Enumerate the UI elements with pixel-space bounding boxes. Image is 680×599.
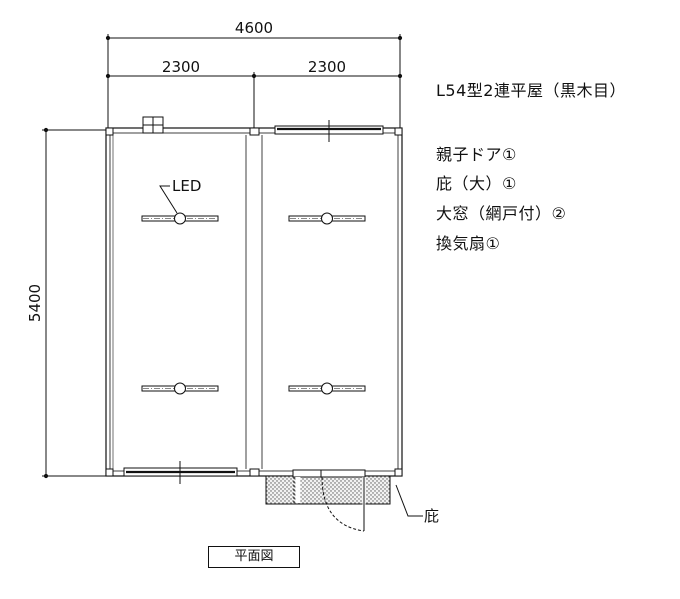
- ventilation-fan: [142, 116, 164, 134]
- window-top: [274, 120, 384, 142]
- dimension-left: [42, 127, 112, 479]
- led-label: LED: [172, 177, 201, 195]
- led-light: [141, 382, 219, 395]
- overall-width-label: 4600: [235, 19, 273, 37]
- led-light: [288, 382, 366, 395]
- window-bottom: [123, 461, 238, 484]
- spec-item: 親子ドア①: [436, 145, 517, 164]
- canopy: [265, 475, 391, 505]
- canopy-label: 庇: [424, 507, 439, 525]
- led-leader: [159, 185, 178, 214]
- building-walls: [105, 127, 403, 477]
- left-bay-width-label: 2300: [162, 58, 200, 76]
- canopy-leader: [395, 484, 423, 517]
- plan-caption: 平面図: [208, 546, 300, 568]
- dimension-top: [105, 34, 403, 128]
- spec-item: 換気扇①: [436, 234, 501, 253]
- spec-item: 大窓（網戸付）②: [436, 204, 567, 223]
- entrance-door: [292, 469, 366, 532]
- spec-item: 庇（大）①: [436, 174, 517, 193]
- led-lights: [141, 212, 366, 395]
- led-light: [141, 212, 219, 225]
- model-title: L54型2連平屋（黒木目）: [436, 81, 626, 100]
- right-bay-width-label: 2300: [308, 58, 346, 76]
- led-light: [288, 212, 366, 225]
- depth-label: 5400: [26, 284, 44, 322]
